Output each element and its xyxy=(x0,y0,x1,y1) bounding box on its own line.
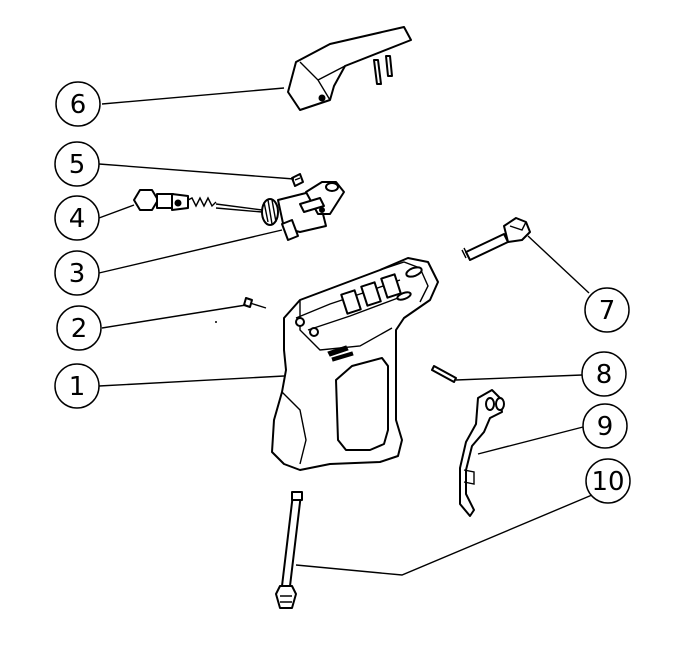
part-4-valve-stem xyxy=(133,189,263,213)
callout-7: 7 xyxy=(584,287,630,333)
part-3-valve-body xyxy=(261,181,345,241)
callout-7-number: 7 xyxy=(599,296,616,326)
part-8-pin xyxy=(431,365,457,383)
callout-2-number: 2 xyxy=(71,314,88,344)
speck-dot xyxy=(215,321,217,323)
callout-8-number: 8 xyxy=(596,360,613,390)
callout-3: 3 xyxy=(54,250,100,296)
leader-line-8 xyxy=(455,374,583,381)
part-1-gun-body xyxy=(271,257,439,471)
callout-4-number: 4 xyxy=(69,204,86,234)
callout-1: 1 xyxy=(54,363,100,409)
part-5-set-screw xyxy=(291,173,304,187)
callout-9-number: 9 xyxy=(597,412,614,442)
callout-1-number: 1 xyxy=(69,372,86,402)
callout-5: 5 xyxy=(54,141,100,187)
callout-2: 2 xyxy=(56,305,102,351)
leader-lines xyxy=(98,87,593,576)
leader-line-5 xyxy=(98,163,295,180)
callout-8: 8 xyxy=(581,351,627,397)
leader-line-10 xyxy=(295,494,593,576)
part-10-extension-tube xyxy=(275,491,303,609)
leader-line-3 xyxy=(98,229,283,274)
leader-line-4 xyxy=(98,204,135,219)
callout-6: 6 xyxy=(55,81,101,127)
leader-line-1 xyxy=(98,375,285,387)
callout-3-number: 3 xyxy=(69,259,86,289)
callout-6-number: 6 xyxy=(70,90,87,120)
part-6-trigger-cover xyxy=(287,26,412,111)
part-7-threaded-fitting xyxy=(461,217,531,261)
leader-line-9 xyxy=(477,426,584,455)
callout-5-number: 5 xyxy=(69,150,86,180)
callout-4: 4 xyxy=(54,195,100,241)
leader-line-2 xyxy=(101,304,247,329)
leader-line-6 xyxy=(101,87,285,105)
part-9-trigger xyxy=(459,389,505,517)
part-2-screw xyxy=(243,297,267,309)
callout-10: 10 xyxy=(585,458,631,504)
callout-9: 9 xyxy=(582,403,628,449)
leader-line-7 xyxy=(527,235,590,294)
callout-10-number: 10 xyxy=(591,467,624,497)
